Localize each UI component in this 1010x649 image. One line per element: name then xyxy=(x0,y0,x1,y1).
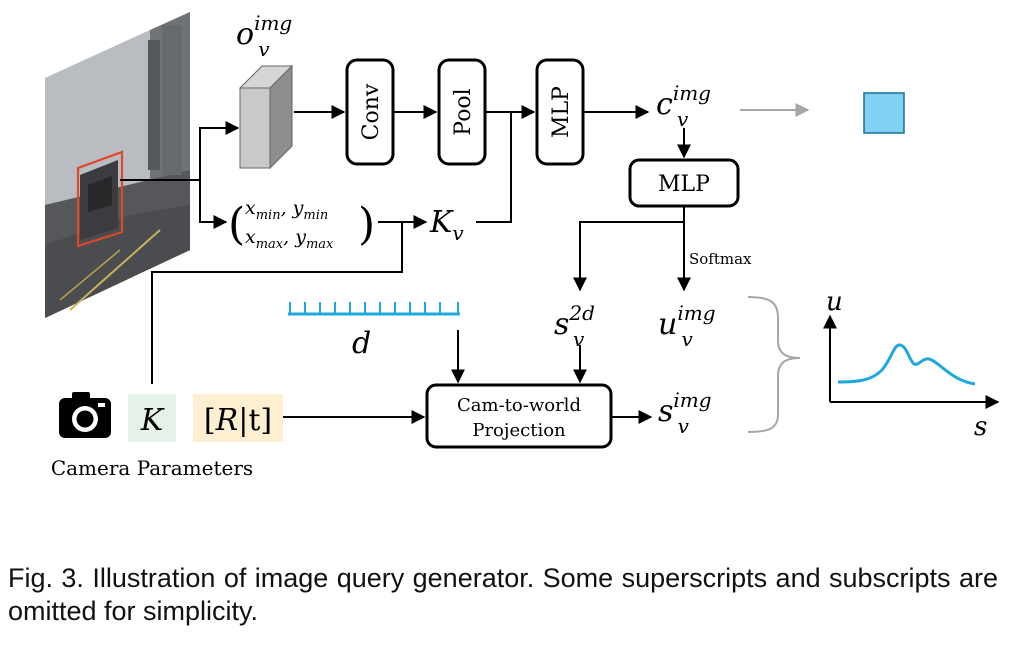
pool-label: Pool xyxy=(451,88,476,135)
plot-y-label: u xyxy=(826,287,843,317)
curly-brace xyxy=(747,296,801,433)
mlp-mid-label: MLP xyxy=(658,172,710,197)
distribution-plot xyxy=(823,314,1000,409)
extrinsics-box xyxy=(193,394,283,442)
depth-label: d xyxy=(352,326,371,361)
svg-text:): ) xyxy=(358,199,375,250)
bbox-min: xmin, ymin xyxy=(245,197,328,223)
depth-bins-ruler xyxy=(288,302,460,316)
intrinsics-box xyxy=(128,394,176,442)
figure-caption: Fig. 3. Illustration of image query gene… xyxy=(8,563,998,626)
mlp-top-label: MLP xyxy=(549,86,574,138)
intrinsics-label: K xyxy=(140,403,165,438)
output-query-square xyxy=(863,92,905,134)
camera-icon xyxy=(59,392,111,438)
detection-box xyxy=(76,150,124,248)
bbox-max: xmax, ymax xyxy=(245,226,334,252)
kv-label: Kv xyxy=(429,205,464,245)
plot-x-label: s xyxy=(974,412,987,442)
street-image xyxy=(45,12,190,318)
conv-label: Conv xyxy=(359,83,384,140)
extrinsics-label: [R|t] xyxy=(204,403,272,438)
camera-parameters-label: Camera Parameters xyxy=(51,456,253,480)
object-feature-block xyxy=(238,64,294,170)
distribution-curve xyxy=(837,343,976,386)
softmax-label: Softmax xyxy=(689,250,752,268)
svg-text:(: ( xyxy=(228,199,245,250)
svg-text:Cam-to-world: Cam-to-world xyxy=(457,395,581,416)
svg-text:Projection: Projection xyxy=(472,420,566,441)
